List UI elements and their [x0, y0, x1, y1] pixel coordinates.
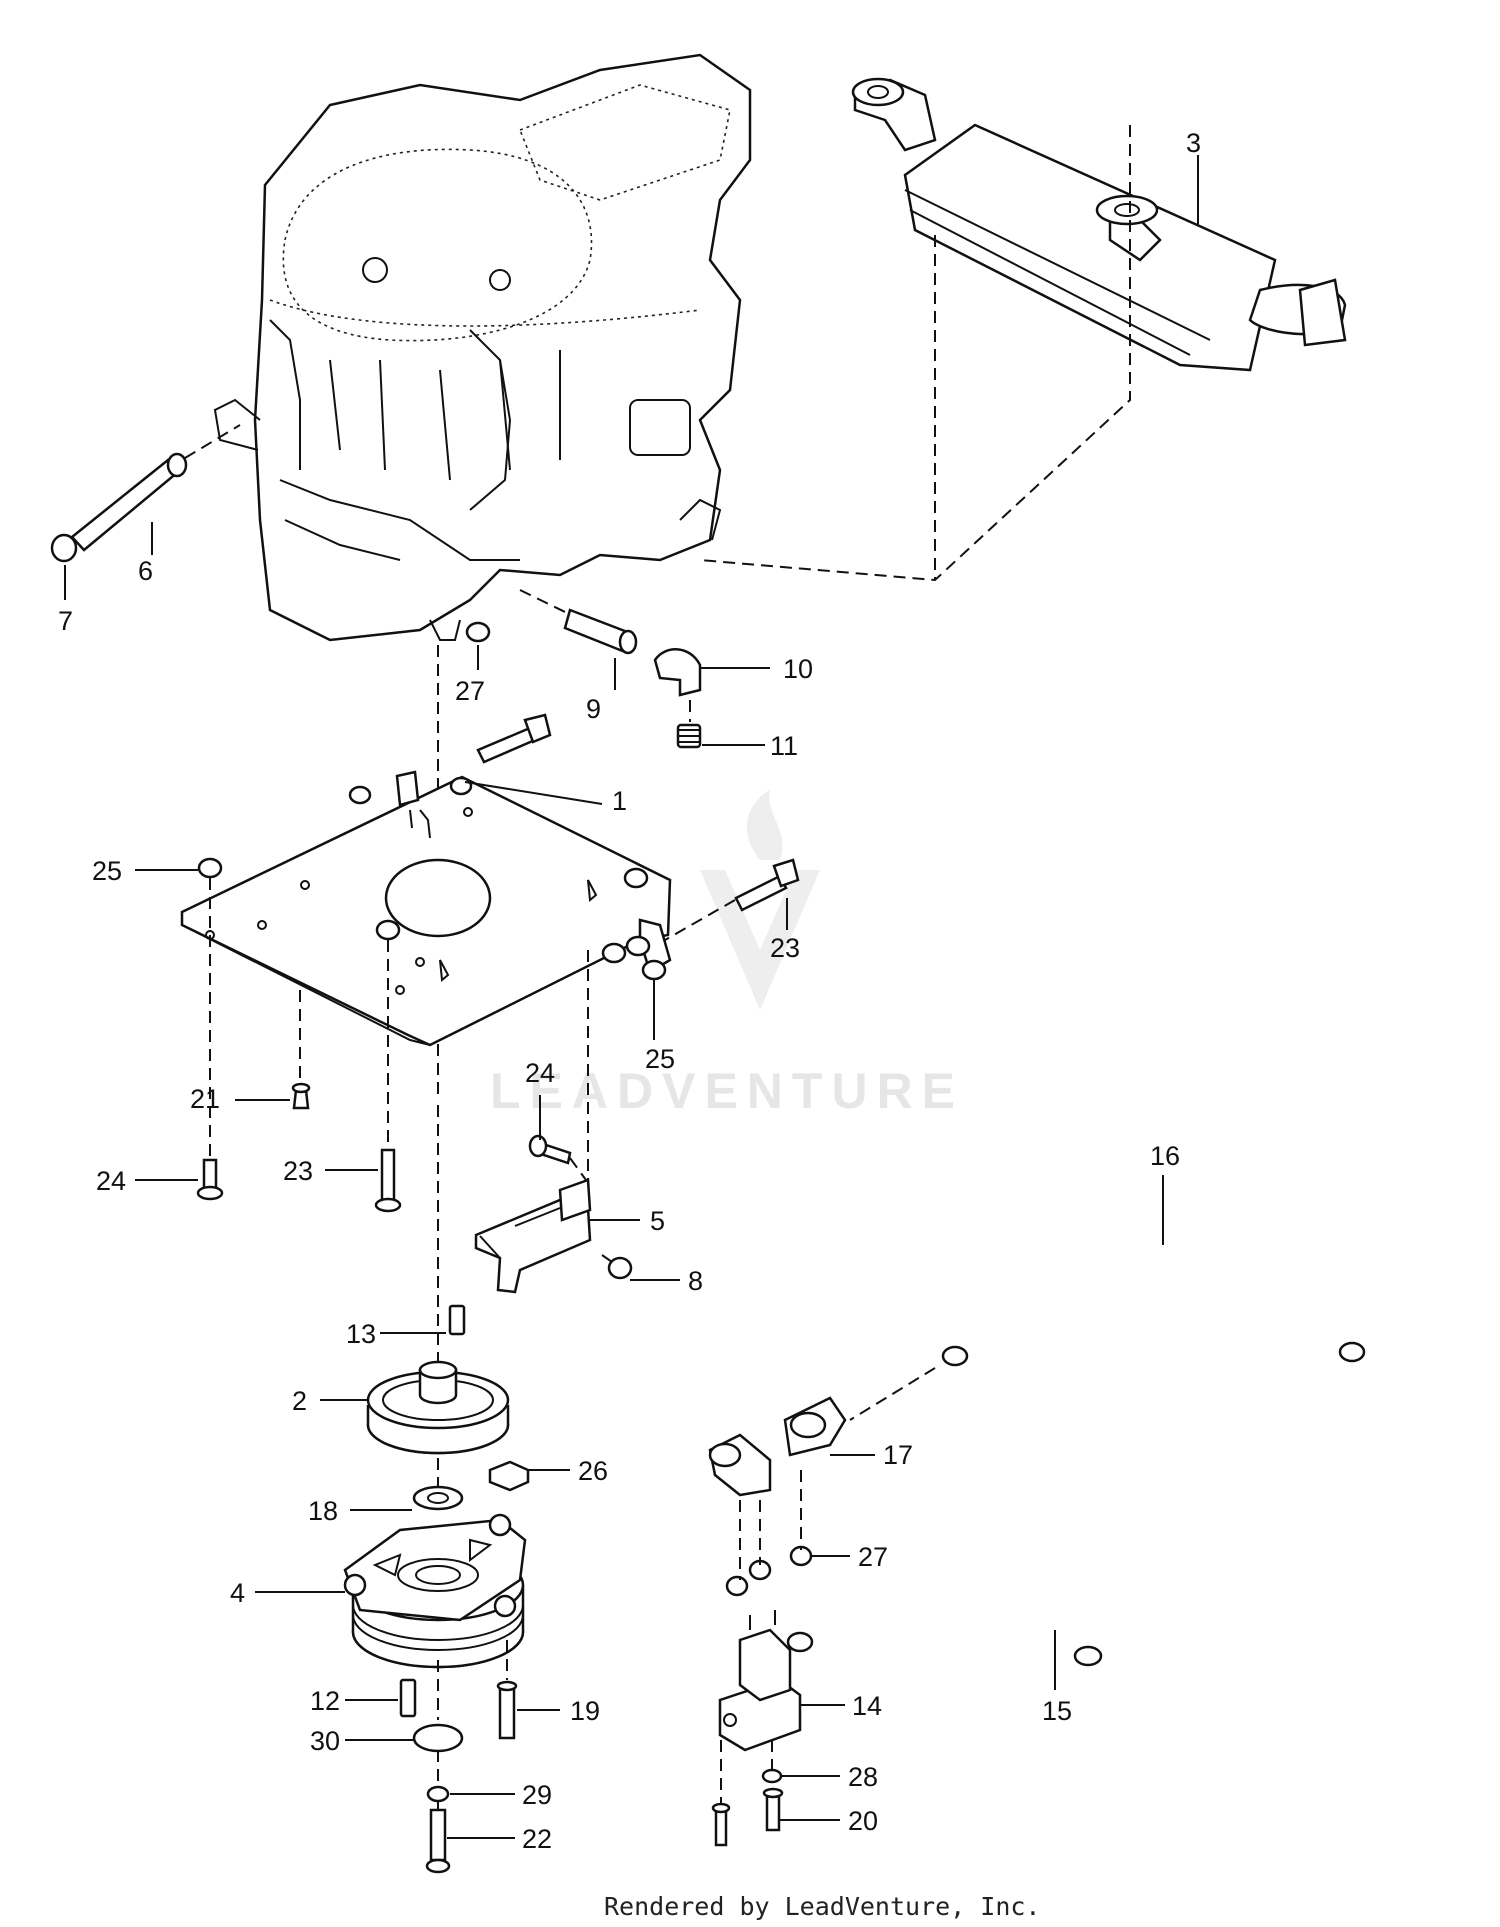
callout-26: 26 — [578, 1456, 608, 1486]
callout-5: 5 — [650, 1206, 665, 1236]
callout-2: 2 — [292, 1386, 307, 1416]
plate-fasteners — [196, 713, 800, 1213]
callout-23-right: 23 — [770, 933, 800, 963]
footer-credit: Rendered by LeadVenture, Inc. — [604, 1892, 1041, 1921]
leader-lines — [64, 155, 1199, 1839]
engine — [213, 53, 752, 642]
callout-28: 28 — [848, 1762, 878, 1792]
callout-24-left: 24 — [96, 1166, 126, 1196]
engine-plate — [180, 770, 672, 1047]
callout-30: 30 — [310, 1726, 340, 1756]
callout-14: 14 — [852, 1691, 882, 1721]
electrical — [708, 1240, 1366, 1847]
callout-24-bracket: 24 — [525, 1058, 555, 1088]
callout-21: 21 — [190, 1084, 220, 1114]
callout-16: 16 — [1150, 1141, 1180, 1171]
callouts: 3 6 7 27 9 10 11 1 25 23 25 21 24 24 23 … — [58, 128, 1201, 1854]
callout-8: 8 — [688, 1266, 703, 1296]
callout-9: 9 — [586, 694, 601, 724]
callout-13: 13 — [346, 1319, 376, 1349]
callout-27-engine: 27 — [455, 676, 485, 706]
callout-27-solenoid: 27 — [858, 1542, 888, 1572]
callout-18: 18 — [308, 1496, 338, 1526]
bracket-assembly — [474, 1134, 633, 1294]
pulley-clutch-stack — [343, 1304, 530, 1874]
callout-22: 22 — [522, 1824, 552, 1854]
watermark: LEADVENTURE — [490, 790, 964, 1119]
callout-20: 20 — [848, 1806, 878, 1836]
callout-12: 12 — [310, 1686, 340, 1716]
callout-7: 7 — [58, 606, 73, 636]
callout-3: 3 — [1186, 128, 1201, 158]
callout-6: 6 — [138, 556, 153, 586]
oil-drain-parts — [50, 424, 702, 749]
callout-29: 29 — [522, 1780, 552, 1810]
watermark-text: LEADVENTURE — [490, 1063, 964, 1119]
muffler — [851, 77, 1347, 372]
callout-15: 15 — [1042, 1696, 1072, 1726]
callout-1: 1 — [612, 786, 627, 816]
callout-23-lower: 23 — [283, 1156, 313, 1186]
callout-19: 19 — [570, 1696, 600, 1726]
engine-nut — [465, 621, 491, 643]
callout-25-left: 25 — [92, 856, 122, 886]
callout-17: 17 — [883, 1440, 913, 1470]
callout-25-right: 25 — [645, 1044, 675, 1074]
callout-10: 10 — [783, 654, 813, 684]
callout-11: 11 — [770, 731, 798, 761]
callout-4: 4 — [230, 1578, 245, 1608]
